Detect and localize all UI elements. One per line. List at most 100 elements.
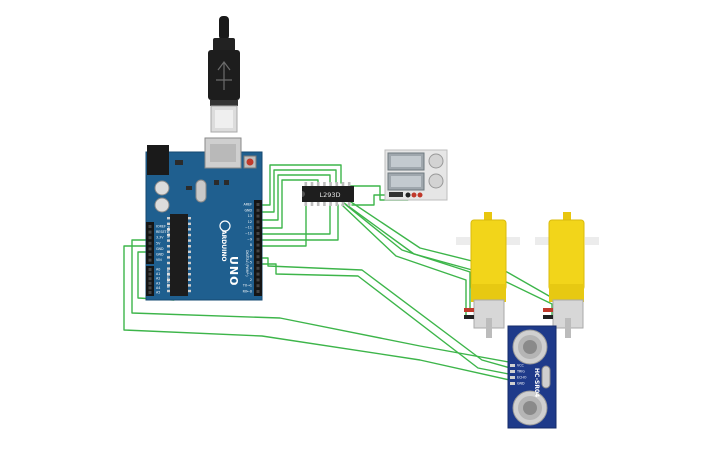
header-socket[interactable]	[148, 230, 152, 234]
chip-pin	[188, 261, 191, 265]
header-socket[interactable]	[148, 272, 152, 276]
wire[interactable]	[261, 257, 515, 370]
pin-label: ~9	[247, 237, 252, 241]
wire[interactable]	[261, 204, 339, 241]
header-socket[interactable]	[148, 286, 152, 290]
chip-pin	[188, 289, 191, 293]
header-socket[interactable]	[148, 281, 152, 285]
header-socket[interactable]	[256, 266, 260, 270]
driver-pin[interactable]	[310, 202, 314, 206]
header-socket[interactable]	[148, 241, 152, 245]
chip-pin	[167, 278, 170, 281]
header-socket[interactable]	[256, 272, 260, 276]
header-socket[interactable]	[256, 232, 260, 235]
supply-terminal-negative[interactable]	[405, 192, 411, 198]
usb-cable-icon	[208, 16, 240, 133]
header-socket[interactable]	[256, 278, 260, 282]
header-socket[interactable]	[256, 220, 260, 224]
header-socket[interactable]	[256, 290, 260, 293]
driver-pin[interactable]	[304, 182, 308, 186]
sensor-pin[interactable]	[510, 364, 515, 367]
pin-label: TX→1	[242, 284, 252, 288]
header-socket[interactable]	[256, 208, 260, 212]
wire[interactable]	[261, 174, 331, 221]
header-socket[interactable]	[256, 226, 260, 230]
wire[interactable]	[261, 179, 319, 229]
header-socket[interactable]	[148, 236, 152, 240]
header-socket[interactable]	[148, 268, 152, 271]
chip-pin	[167, 239, 170, 242]
header-socket[interactable]	[256, 243, 260, 247]
driver-pin[interactable]	[341, 182, 345, 186]
driver-pin[interactable]	[329, 182, 332, 186]
pin-label: A2	[156, 277, 160, 281]
header-socket[interactable]	[256, 237, 260, 241]
sensor-pin[interactable]	[510, 382, 515, 385]
section-analog-label: ANALOG IN	[166, 270, 170, 288]
header-socket[interactable]	[256, 261, 260, 264]
driver-pin[interactable]	[335, 182, 339, 186]
chip-pin	[188, 278, 191, 281]
supply-knob-voltage[interactable]	[428, 153, 444, 169]
header-socket[interactable]	[148, 225, 152, 228]
l293d-driver-chip[interactable]: L293D	[302, 182, 354, 206]
supply-knob-current[interactable]	[428, 173, 444, 189]
supply-terminal-positive[interactable]	[411, 192, 417, 198]
dc-gear-motor-icon[interactable]	[456, 212, 520, 338]
header-socket[interactable]	[148, 291, 152, 294]
wire[interactable]	[261, 164, 342, 206]
driver-pin[interactable]	[304, 202, 308, 206]
driver-label: L293D	[319, 191, 340, 199]
header-pins	[148, 203, 260, 294]
driver-pin[interactable]	[316, 182, 320, 186]
wire[interactable]	[123, 245, 515, 382]
sensor-pin[interactable]	[510, 376, 515, 379]
wire[interactable]	[341, 204, 467, 317]
header-socket[interactable]	[148, 253, 152, 256]
chip-pin	[188, 233, 191, 237]
wire[interactable]	[261, 263, 515, 376]
driver-pin[interactable]	[347, 182, 351, 186]
arduino-uno-board[interactable]: ARDUINO UNO AREFGND1312~11~10~987~6~54~3…	[145, 137, 263, 301]
sensor-pin[interactable]	[510, 370, 515, 373]
header-socket[interactable]	[256, 214, 260, 218]
driver-pin[interactable]	[323, 182, 326, 186]
pin-label: 8	[250, 243, 252, 247]
header-socket[interactable]	[256, 255, 260, 259]
driver-pin[interactable]	[341, 202, 345, 206]
power-supply-icon[interactable]	[384, 149, 448, 201]
wire[interactable]	[131, 239, 515, 364]
wire[interactable]	[345, 204, 471, 311]
driver-pin[interactable]	[310, 182, 314, 186]
pin-label: GND	[156, 247, 164, 251]
header-socket[interactable]	[148, 247, 152, 251]
header-socket[interactable]	[256, 249, 260, 253]
wire[interactable]	[343, 202, 553, 317]
wire[interactable]	[261, 204, 331, 235]
chip-pin	[188, 222, 191, 225]
digital-header	[254, 200, 262, 296]
pin-label: ~5	[247, 261, 252, 265]
sensor-crystal	[541, 365, 551, 389]
header-socket[interactable]	[256, 203, 260, 206]
wire[interactable]	[347, 199, 557, 311]
chip-pin	[188, 239, 191, 242]
pin-label: VIN	[156, 258, 162, 262]
pin-label: ~6	[247, 255, 252, 259]
driver-pin[interactable]	[323, 202, 326, 206]
header-socket[interactable]	[148, 258, 152, 262]
driver-pin[interactable]	[347, 202, 351, 206]
wire[interactable]	[261, 169, 337, 213]
pin-label: 7	[250, 249, 252, 253]
pin-label: A0	[156, 268, 160, 272]
header-socket[interactable]	[148, 277, 152, 281]
driver-pin[interactable]	[316, 202, 320, 206]
driver-pin[interactable]	[329, 202, 332, 206]
header-socket[interactable]	[256, 284, 260, 288]
driver-pin[interactable]	[335, 202, 339, 206]
wire[interactable]	[261, 204, 307, 247]
dc-gear-motor-icon[interactable]	[535, 212, 599, 338]
